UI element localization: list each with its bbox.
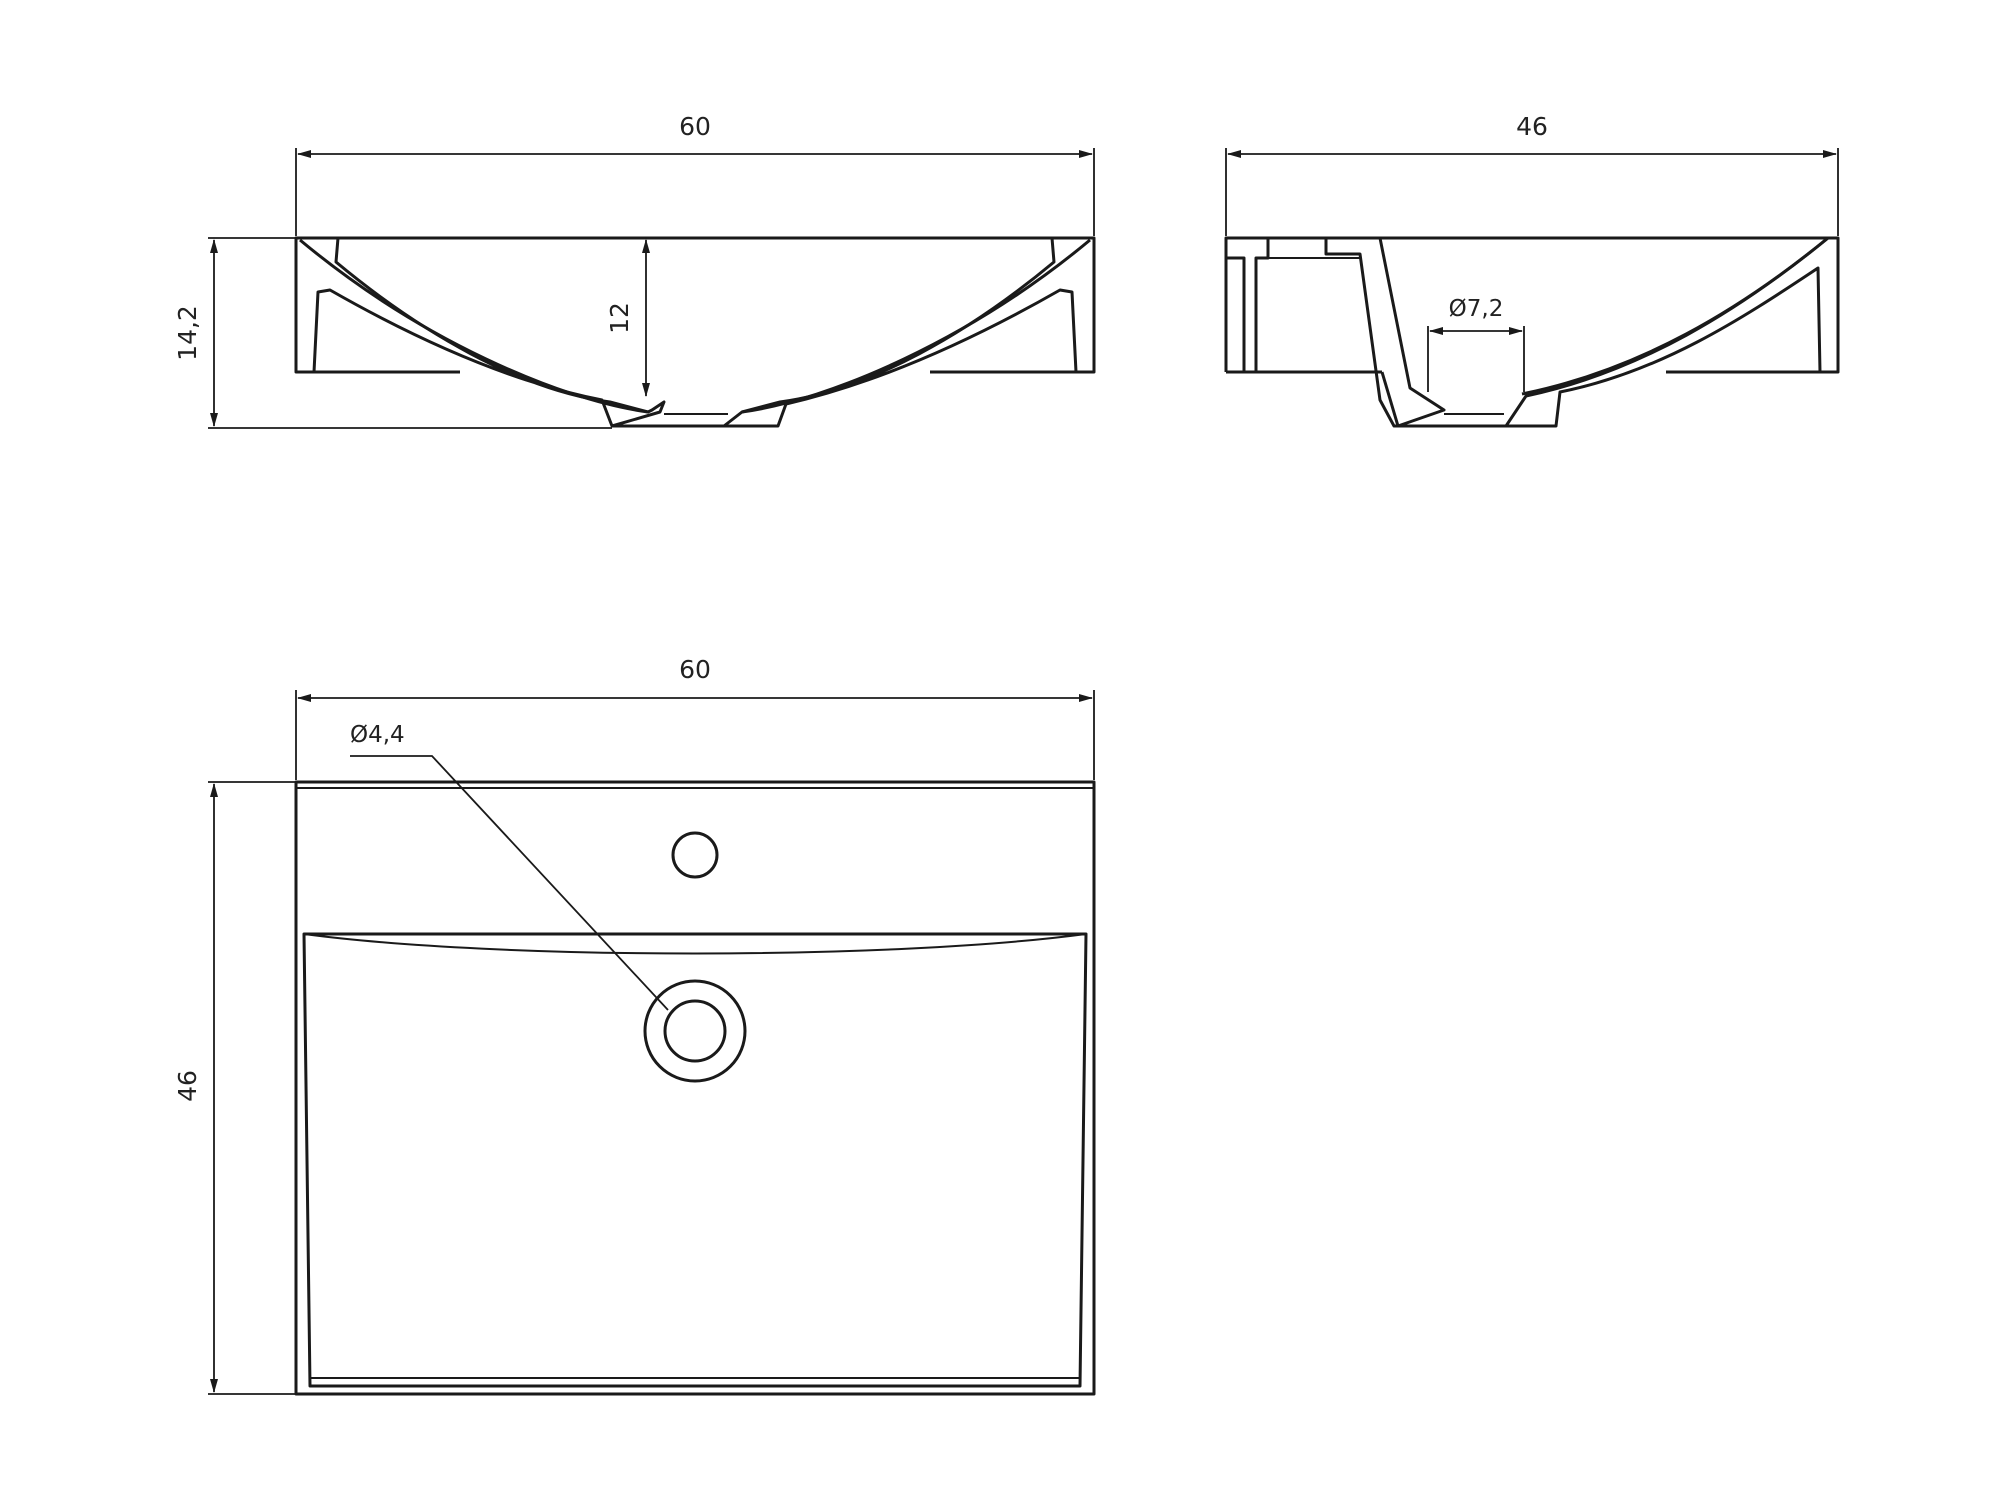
side-back-wall-hatched — [1224, 236, 1270, 374]
front-width-label: 60 — [679, 112, 711, 141]
top-view: 60 46 Ø4,4 — [173, 655, 1096, 1396]
tap-hole — [671, 831, 719, 879]
front-bowl-depth-label: 12 — [605, 302, 634, 334]
top-bowl-outline — [302, 932, 1088, 1388]
drain-inner-ring — [663, 999, 727, 1063]
top-width-label: 60 — [679, 655, 711, 684]
side-section-view: 46 Ø7,2 — [1224, 112, 1840, 428]
side-front-wall-hatched — [1504, 236, 1840, 428]
side-drain-diameter-label: Ø7,2 — [1449, 296, 1504, 322]
side-drain-wall-left — [1380, 371, 1400, 427]
drain-outer-ring — [643, 979, 747, 1083]
side-bowl-curve — [1521, 236, 1829, 396]
front-bowl-curve — [299, 238, 1091, 414]
front-section-hatched-body-right — [722, 236, 1096, 428]
top-depth-label: 46 — [173, 1070, 202, 1102]
front-height-label: 14,2 — [173, 305, 202, 361]
tap-hole-diameter-label: Ø4,4 — [350, 722, 405, 748]
front-section-view: 60 14,2 12 — [173, 112, 1096, 429]
top-bowl-back-curve — [303, 933, 1087, 955]
side-overflow-wall-hatched — [1324, 236, 1446, 428]
side-depth-label: 46 — [1516, 112, 1548, 141]
top-basin-outline — [294, 780, 1096, 1396]
tap-hole-leader-line — [350, 755, 669, 1011]
